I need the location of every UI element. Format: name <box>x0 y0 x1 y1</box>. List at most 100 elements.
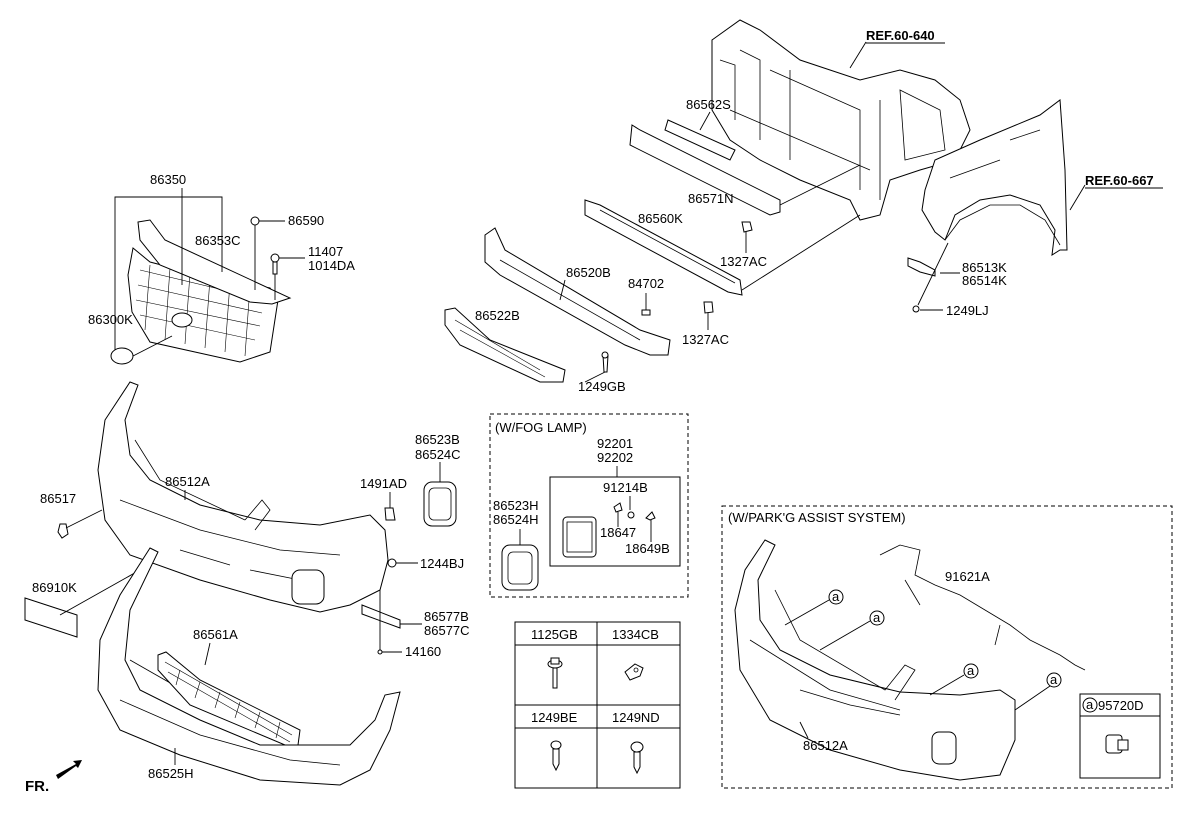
bulb-91214B-part <box>627 511 635 519</box>
part-label-86524C[interactable]: 86524C <box>415 447 461 462</box>
leader-line <box>1069 184 1086 211</box>
callout-a-label: a <box>1086 697 1094 712</box>
front-direction-label: FR. <box>25 778 49 795</box>
part-label-86910K[interactable]: 86910K <box>32 580 77 595</box>
part-label-86517[interactable]: 86517 <box>40 491 76 506</box>
leader-line <box>65 509 103 529</box>
leader-line <box>584 371 606 383</box>
screw-14160-part <box>377 649 383 655</box>
clip-nut-icon <box>624 663 644 681</box>
part-label-86561A[interactable]: 86561A <box>193 627 238 642</box>
part-label-86520B[interactable]: 86520B <box>566 265 611 280</box>
part-label-18649B[interactable]: 18649B <box>625 541 670 556</box>
part-label-86524H[interactable]: 86524H <box>493 512 539 527</box>
part-label-86523B[interactable]: 86523B <box>415 432 460 447</box>
part-label-86562S[interactable]: 86562S <box>686 97 731 112</box>
fog-lamp-group <box>489 413 689 598</box>
part-label-86571N[interactable]: 86571N <box>688 191 734 206</box>
part-label-95720D[interactable]: 95720D <box>1098 698 1144 713</box>
fender-bracket-part <box>907 257 936 277</box>
part-label-86353C[interactable]: 86353C <box>195 233 241 248</box>
leader-line <box>849 41 867 69</box>
fog-lamp-assembly-box <box>549 476 681 567</box>
radiator-support-part <box>711 19 971 221</box>
fog-bezel-86523H-part <box>501 544 539 591</box>
part-label-91214B[interactable]: 91214B <box>603 480 648 495</box>
tapping-screw-icon <box>550 740 562 772</box>
part-label-86560K[interactable]: 86560K <box>638 211 683 226</box>
part-label-18647[interactable]: 18647 <box>600 525 636 540</box>
part-label-1014DA[interactable]: 1014DA <box>308 258 355 273</box>
fog-lamp-part <box>562 516 597 558</box>
lower-grille-86561A-part <box>157 651 301 746</box>
leader-line <box>779 164 861 206</box>
part-label-1327AC-b[interactable]: 1327AC <box>682 332 729 347</box>
bumper-cover-86512A-park-part <box>734 539 1016 781</box>
leader-line <box>59 569 141 616</box>
fastener-table: 1125GB 1334CB 1249BE 1249ND <box>514 621 681 789</box>
fender-part <box>921 99 1068 256</box>
svg-text:a: a <box>1050 672 1058 687</box>
emblem-86300K-part <box>110 347 134 365</box>
fastener-code-1249BE: 1249BE <box>531 710 578 725</box>
bolt-1244BJ-part <box>387 558 397 568</box>
part-label-1491AD[interactable]: 1491AD <box>360 476 407 491</box>
leader-line <box>799 721 809 739</box>
bulb-18649B-part <box>645 511 656 521</box>
callout-a-markers: a a a a <box>784 589 1062 711</box>
bumper-cover-86512A-part <box>97 381 389 613</box>
ref-fender[interactable]: REF.60-667 <box>1085 173 1154 188</box>
flange-bolt-icon <box>547 657 563 689</box>
part-label-1249GB[interactable]: 1249GB <box>578 379 626 394</box>
clip-84702-part <box>641 309 651 316</box>
leader-line <box>917 242 949 306</box>
part-label-91621A[interactable]: 91621A <box>945 569 990 584</box>
absorber-86520B-part <box>484 227 671 356</box>
grille-86522B-part <box>444 307 566 383</box>
lower-bumper-86525H-part <box>97 547 401 786</box>
park-assist-group <box>721 505 1173 789</box>
part-label-86513K[interactable]: 86513K <box>962 260 1007 275</box>
part-label-1244BJ[interactable]: 1244BJ <box>420 556 464 571</box>
part-label-86350[interactable]: 86350 <box>150 172 186 187</box>
seal-86562S-part <box>664 119 736 161</box>
park-sensor-95720D-part <box>1105 734 1129 754</box>
svg-text:a: a <box>967 663 975 678</box>
fastener-code-1125GB: 1125GB <box>531 627 578 642</box>
deflector-86571N-part <box>629 124 781 216</box>
part-label-84702[interactable]: 84702 <box>628 276 664 291</box>
part-label-86300K[interactable]: 86300K <box>88 312 133 327</box>
part-label-86525H[interactable]: 86525H <box>148 766 194 781</box>
leader-line <box>699 111 711 131</box>
leader-line <box>132 335 173 357</box>
radiator-grille-part <box>127 247 279 363</box>
fastener-code-1249ND: 1249ND <box>612 710 660 725</box>
part-label-86590[interactable]: 86590 <box>288 213 324 228</box>
park-assist-title: (W/PARK'G ASSIST SYSTEM) <box>728 510 906 525</box>
part-label-86577C[interactable]: 86577C <box>424 623 470 638</box>
part-label-14160[interactable]: 14160 <box>405 644 441 659</box>
part-label-86514K[interactable]: 86514K <box>962 273 1007 288</box>
part-label-86523H[interactable]: 86523H <box>493 498 539 513</box>
leader-line <box>204 642 211 666</box>
license-bracket-86910K-part <box>24 597 78 638</box>
bracket-86577B-part <box>361 604 401 629</box>
part-label-92202[interactable]: 92202 <box>597 450 633 465</box>
nut-1327AC-part <box>703 301 714 314</box>
fog-lamp-title: (W/FOG LAMP) <box>495 420 587 435</box>
part-label-11407[interactable]: 11407 <box>308 244 343 259</box>
leader-line <box>559 279 566 301</box>
part-label-86522B[interactable]: 86522B <box>475 308 520 323</box>
ref-radiator-support[interactable]: REF.60-640 <box>866 28 935 43</box>
part-label-1249LJ[interactable]: 1249LJ <box>946 303 989 318</box>
part-label-86512A[interactable]: 86512A <box>165 474 210 489</box>
grille-cover-86353C-part <box>137 219 292 305</box>
part-label-92201[interactable]: 92201 <box>597 436 633 451</box>
part-label-1327AC-a[interactable]: 1327AC <box>720 254 767 269</box>
part-label-86512A-park[interactable]: 86512A <box>803 738 848 753</box>
leader-bracket-86350 <box>114 188 223 350</box>
callout-a-icon <box>1082 697 1098 713</box>
part-label-86577B[interactable]: 86577B <box>424 609 469 624</box>
svg-text:a: a <box>873 610 881 625</box>
